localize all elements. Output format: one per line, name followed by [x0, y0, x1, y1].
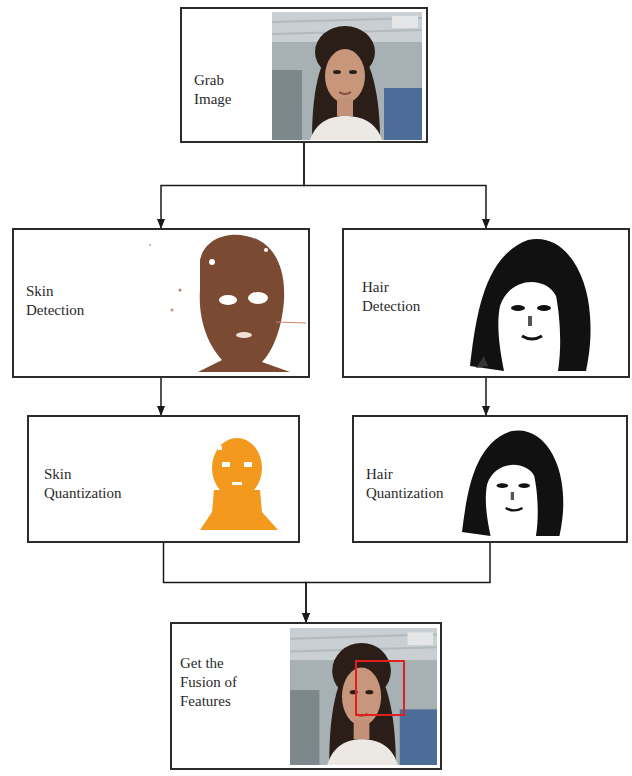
- process-box: Hair Detection: [342, 228, 630, 378]
- step-label: Skin Quantization: [44, 465, 129, 503]
- step-label: Get the Fusion of Features: [180, 654, 258, 711]
- step-label: Skin Detection: [26, 282, 106, 320]
- step-label: Hair Quantization: [366, 465, 456, 503]
- flow-arrow: [306, 543, 490, 622]
- flow-arrow: [304, 143, 486, 228]
- hair-map: [470, 239, 591, 371]
- skin-quantized-map: [200, 438, 278, 530]
- flow-arrow: [485, 378, 487, 415]
- skin-map: [149, 235, 306, 372]
- process-box: Grab Image: [180, 7, 428, 143]
- step-label: Grab Image: [194, 71, 249, 109]
- camera-photo: [272, 12, 422, 140]
- process-box: Get the Fusion of Features: [170, 622, 442, 770]
- flow-arrow: [160, 378, 162, 415]
- face-detection-box: [356, 661, 404, 715]
- process-box: Hair Quantization: [352, 415, 628, 543]
- flow-arrow: [161, 143, 304, 228]
- step-label: Hair Detection: [362, 278, 442, 316]
- flow-arrow: [164, 543, 307, 622]
- process-box: Skin Quantization: [27, 415, 300, 543]
- hair-quantized-map: [462, 430, 563, 536]
- process-box: Skin Detection: [12, 228, 310, 378]
- result-photo: [290, 628, 437, 765]
